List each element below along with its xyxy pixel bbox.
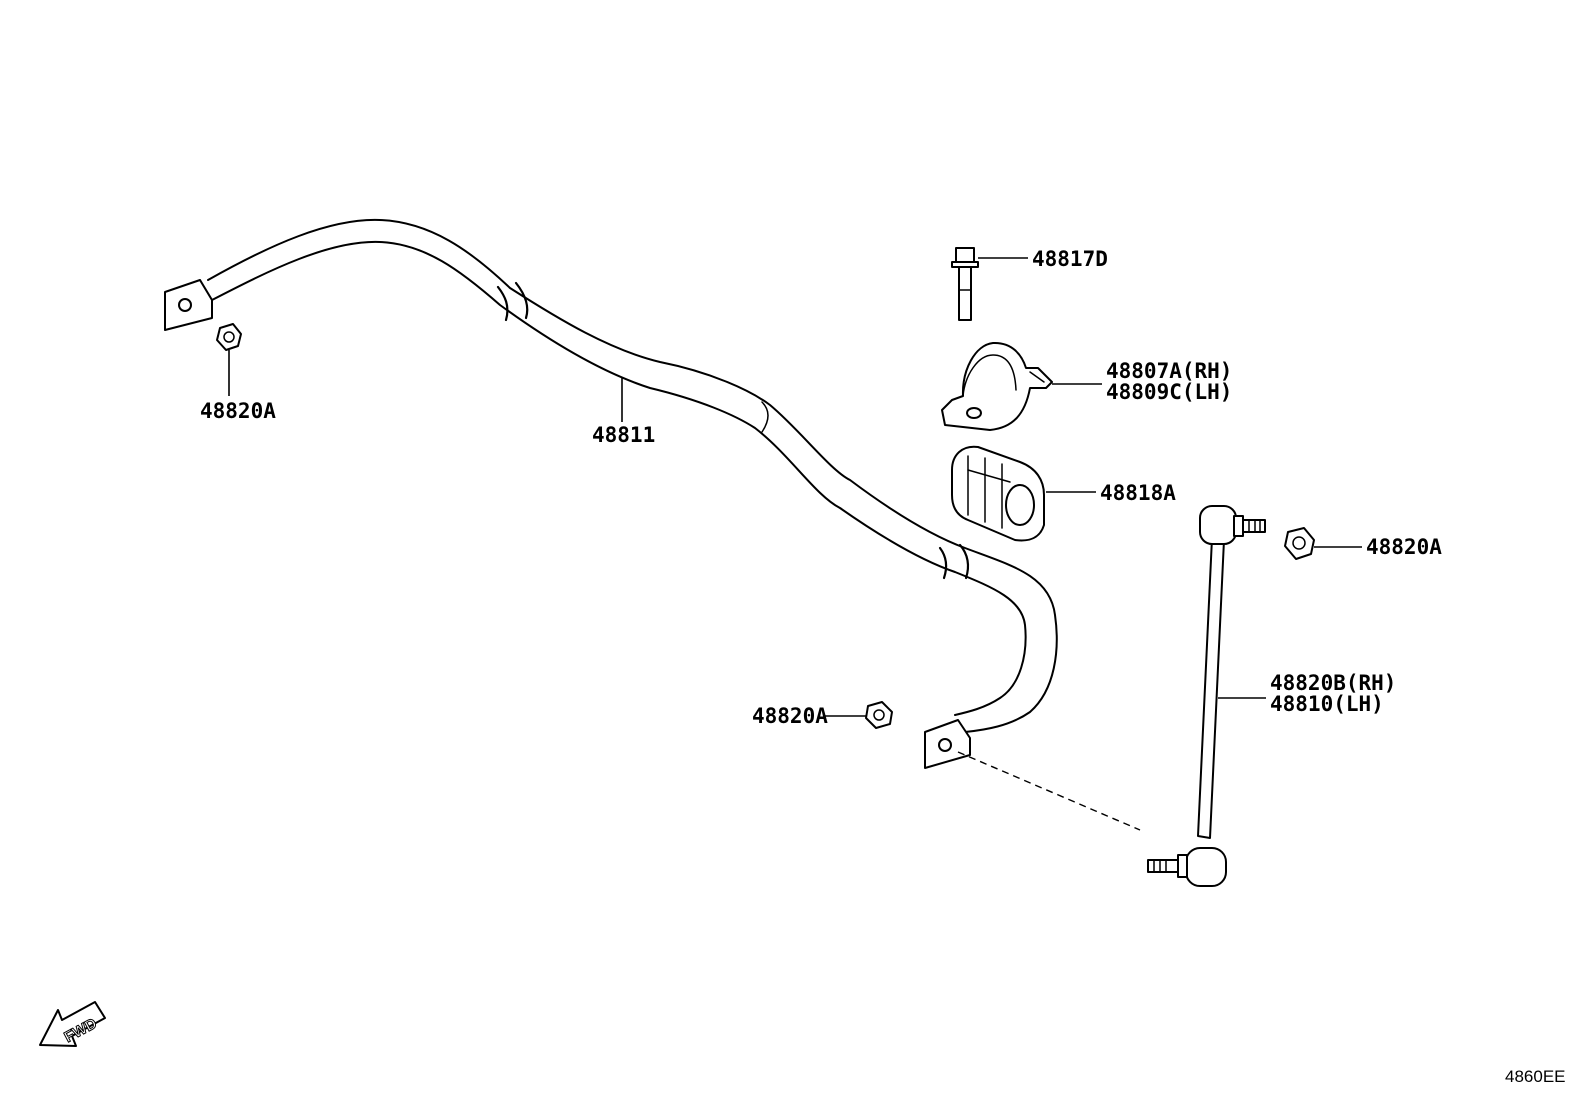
label-bracket-rh: 48807A(RH) bbox=[1106, 359, 1232, 383]
bracket[interactable] bbox=[941, 341, 1053, 431]
assembly-dashed-line bbox=[957, 751, 1141, 831]
label-link-rh: 48820B(RH) bbox=[1270, 671, 1396, 695]
bolt[interactable] bbox=[951, 247, 979, 321]
label-bushing: 48818A bbox=[1100, 481, 1176, 505]
label-bolt: 48817D bbox=[1032, 247, 1108, 271]
label-nut-left: 48820A bbox=[200, 399, 276, 423]
label-nut-right: 48820A bbox=[1366, 535, 1442, 559]
bushing[interactable] bbox=[951, 445, 1045, 542]
label-link-lh: 48810(LH) bbox=[1270, 692, 1384, 716]
diagram-code: 4860EE bbox=[1505, 1067, 1566, 1086]
stabilizer-bar[interactable] bbox=[164, 218, 1058, 769]
nut-right[interactable] bbox=[1284, 527, 1315, 560]
label-stabilizer-bar: 48811 bbox=[592, 423, 655, 447]
fwd-arrow-icon: FWD bbox=[39, 1001, 106, 1047]
nut-center[interactable] bbox=[865, 701, 893, 729]
label-bracket-lh: 48809C(LH) bbox=[1106, 380, 1232, 404]
label-nut-center: 48820A bbox=[752, 704, 828, 728]
stabilizer-link[interactable] bbox=[1147, 505, 1266, 887]
nut-left[interactable] bbox=[216, 323, 242, 351]
